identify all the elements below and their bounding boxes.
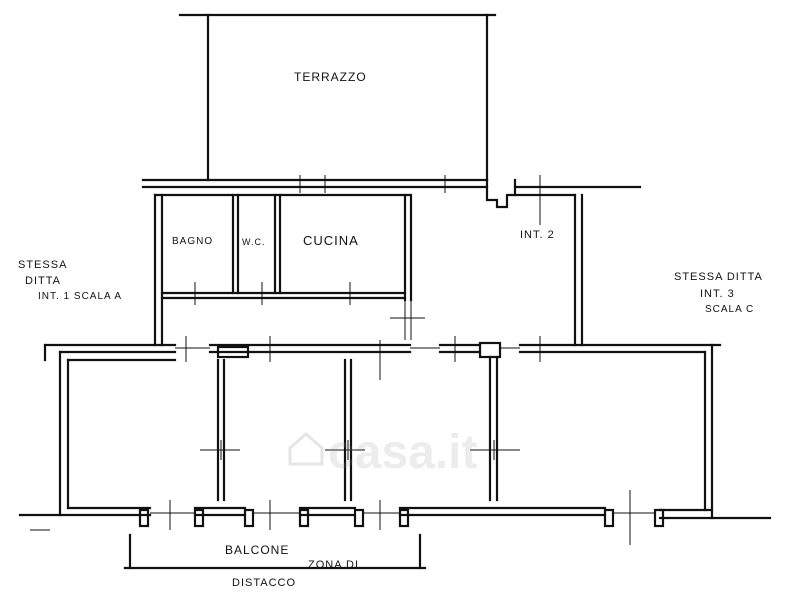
label-left-line3: INT. 1 SCALA A <box>38 291 123 302</box>
label-left-line1: STESSA <box>18 259 68 271</box>
label-wc: W.C. <box>242 237 266 247</box>
watermark-text: casa.it <box>328 426 478 479</box>
label-left-line2: DITTA <box>25 275 61 287</box>
label-balcone: BALCONE <box>225 543 290 557</box>
upper-walls <box>141 178 642 347</box>
label-right-line3: SCALA C <box>705 304 755 315</box>
window-marks <box>30 175 655 545</box>
label-right-line2: INT. 3 <box>700 288 735 300</box>
watermark-house-icon <box>286 428 326 468</box>
label-cucina: CUCINA <box>303 233 359 248</box>
corridor-walls <box>43 341 722 359</box>
label-int2: INT. 2 <box>520 229 555 241</box>
label-zona-line2: DISTACCO <box>232 577 297 589</box>
label-bagno: BAGNO <box>172 236 214 247</box>
terrace-outline <box>178 13 497 182</box>
label-zona-line1: ZONA DI <box>308 559 360 571</box>
label-right-line1: STESSA DITTA <box>674 271 763 283</box>
lower-walls <box>18 343 772 528</box>
balcony-outline <box>123 533 427 570</box>
label-terrazzo: TERRAZZO <box>294 70 367 84</box>
